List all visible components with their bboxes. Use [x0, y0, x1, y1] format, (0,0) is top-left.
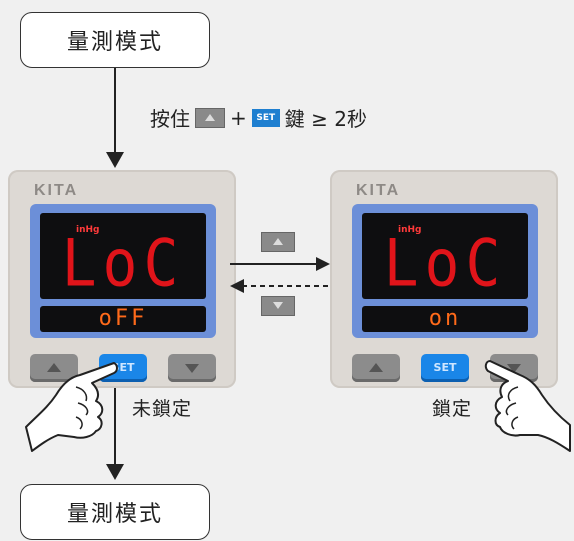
state-unlocked-label: 未鎖定 — [132, 398, 193, 420]
instruction-plus: + — [230, 105, 247, 130]
display-bezel: inHg LoC on — [352, 204, 538, 338]
instruction-suffix: 鍵 ≥ 2秒 — [284, 107, 367, 131]
state-locked-label: 鎖定 — [432, 398, 473, 420]
arrow-down-icon — [106, 464, 124, 480]
sub-display-text: oFF — [40, 306, 206, 332]
measure-mode-label-bottom: 量測模式 — [66, 502, 163, 527]
display-bezel: inHg LoC oFF — [30, 204, 216, 338]
hand-press-right-icon — [484, 360, 571, 452]
unit-label: inHg — [76, 225, 100, 235]
up-button[interactable] — [30, 354, 78, 382]
set-key-icon: SET — [251, 108, 280, 127]
unit-label: inHg — [398, 225, 422, 235]
main-display-text: LoC — [61, 224, 185, 302]
button-row: SET — [30, 354, 216, 382]
flow-line-bottom — [114, 388, 116, 468]
measure-mode-box-top: 量測模式 — [20, 12, 210, 68]
instruction: 按住 + SET 鍵 ≥ 2秒 — [150, 103, 367, 132]
hand-press-left-icon — [25, 362, 118, 452]
set-button[interactable]: SET — [421, 354, 469, 382]
down-button[interactable] — [168, 354, 216, 382]
main-display-text: LoC — [383, 224, 507, 302]
transition-arrows — [230, 257, 330, 293]
up-key-icon — [195, 107, 225, 128]
flow-line-top — [114, 68, 116, 156]
up-key-icon — [261, 232, 295, 252]
instruction-prefix: 按住 — [150, 107, 190, 131]
measure-mode-label-top: 量測模式 — [66, 30, 163, 55]
measure-mode-box-bottom: 量測模式 — [20, 484, 210, 540]
arrow-down-icon — [106, 152, 124, 168]
sub-display-text: on — [362, 306, 528, 332]
down-key-icon — [261, 296, 295, 316]
device-locked: KITA inHg LoC on SET — [330, 170, 558, 388]
brand-logo: KITA — [34, 182, 79, 199]
up-button[interactable] — [352, 354, 400, 382]
device-unlocked: KITA inHg LoC oFF SET — [8, 170, 236, 388]
main-display: inHg LoC — [362, 213, 528, 299]
brand-logo: KITA — [356, 182, 401, 199]
main-display: inHg LoC — [40, 213, 206, 299]
